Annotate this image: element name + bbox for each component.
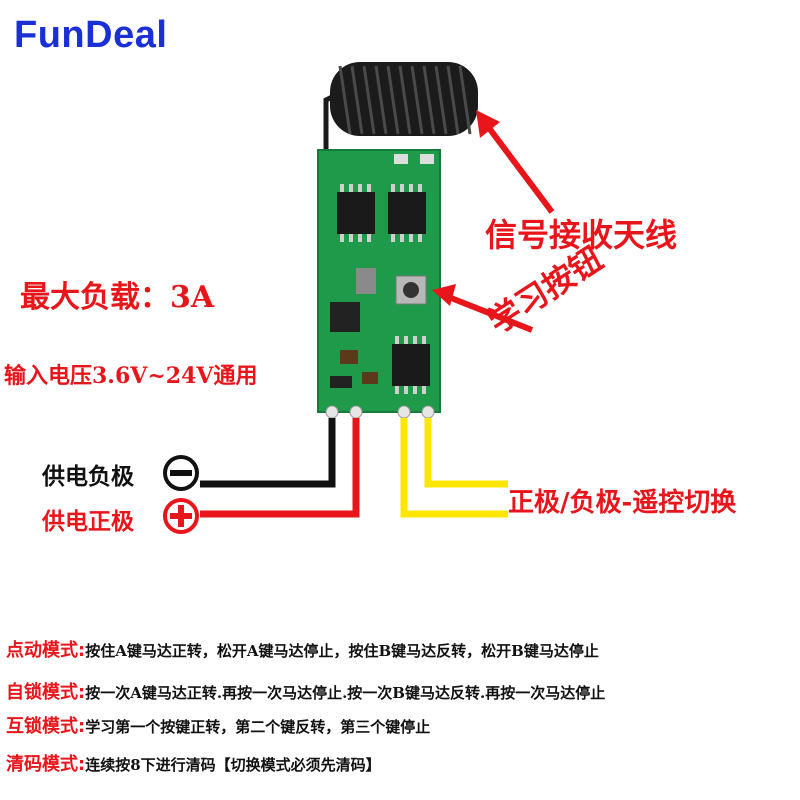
learn-arrow — [444, 293, 534, 333]
wire-yellow-2 — [424, 418, 508, 488]
brand-logo: FunDeal — [14, 14, 168, 56]
wire-red — [200, 418, 360, 518]
mode-name: 互锁模式: — [6, 716, 86, 737]
mode-name: 清码模式: — [6, 754, 86, 775]
antenna-arrow — [483, 122, 555, 214]
mode-row-clear: 清码模式:连续按8下进行清码【切换模式必须先清码】 — [6, 750, 381, 776]
wire-black — [200, 418, 336, 488]
mode-row-interlock: 互锁模式:学习第一个按键正转，第二个键反转，第三个键停止 — [6, 712, 430, 738]
mode-row-momentary: 点动模式:按住A键马达正转，松开A键马达停止，按住B键马达反转，松开B键马达停止 — [6, 636, 599, 662]
input-voltage-label: 输入电压3.6V~24V通用 — [4, 363, 258, 389]
antenna-coil — [323, 62, 478, 158]
power-negative-label: 供电负极 — [42, 464, 134, 490]
pcb-board — [317, 149, 441, 419]
negative-symbol-icon — [163, 455, 199, 491]
positive-symbol-icon — [163, 498, 199, 534]
mode-row-latching: 自锁模式:按一次A键马达正转.再按一次马达停止.按一次B键马达反转.再按一次马达… — [6, 678, 605, 704]
mode-desc: 连续按8下进行清码【切换模式必须先清码】 — [85, 756, 381, 774]
wire-yellow-1 — [400, 418, 508, 518]
mode-name: 点动模式: — [6, 640, 86, 661]
output-switch-label: 正极/负极-遥控切换 — [508, 488, 737, 518]
mode-name: 自锁模式: — [6, 682, 86, 703]
power-positive-label: 供电正极 — [42, 509, 134, 535]
mode-desc: 按住A键马达正转，松开A键马达停止，按住B键马达反转，松开B键马达停止 — [85, 642, 599, 660]
mode-desc: 学习第一个按键正转，第二个键反转，第三个键停止 — [85, 718, 431, 736]
mode-desc: 按一次A键马达正转.再按一次马达停止.按一次B键马达反转.再按一次马达停止 — [85, 684, 606, 702]
max-load-label: 最大负载：3A — [20, 280, 215, 315]
antenna-label: 信号接收天线 — [485, 216, 678, 254]
